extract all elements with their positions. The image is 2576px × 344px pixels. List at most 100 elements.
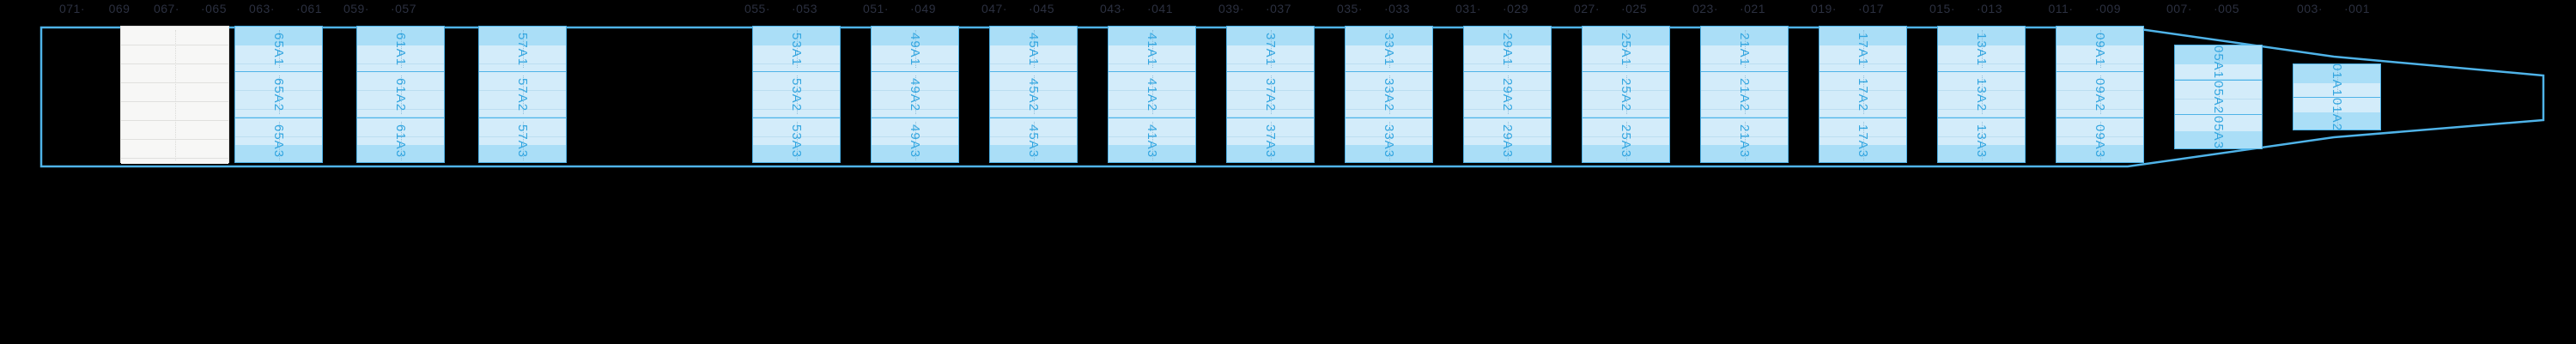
bay-tier[interactable]: 45A2 (990, 72, 1077, 118)
bay-number-tick: ·053 (791, 2, 818, 15)
tier-slot-fill (479, 118, 566, 145)
bay-tier[interactable]: 61A2 (357, 72, 444, 118)
bay-tier[interactable]: 25A1 (1583, 27, 1669, 73)
bay-tier[interactable]: 29A1 (1464, 27, 1551, 73)
bay-tier[interactable]: 53A1 (753, 27, 840, 73)
slot-row-guides (872, 118, 958, 145)
bay-tier[interactable]: 41A3 (1109, 118, 1195, 164)
bay-tier[interactable]: 57A3 (479, 118, 566, 164)
bay-tier[interactable]: 17A3 (1820, 118, 1906, 164)
bay-tier[interactable]: 05A3 (2175, 115, 2262, 150)
bay-tier[interactable]: 49A2 (872, 72, 958, 118)
bay-tier[interactable]: 61A1 (357, 27, 444, 73)
bay-tier[interactable]: 05A2 (2175, 80, 2262, 116)
tier-slot-fill (2175, 115, 2262, 131)
tier-slot-fill (2057, 72, 2143, 118)
bay-number-tick: ·057 (390, 2, 417, 15)
bay-tier[interactable]: 65A3 (235, 118, 322, 164)
slot-row-guides (235, 72, 322, 118)
bay-tier[interactable]: 01A1 (2293, 64, 2380, 98)
bay-tier[interactable]: 65A1 (235, 27, 322, 73)
bay-tier[interactable]: 33A3 (1346, 118, 1432, 164)
slot-row-guides (2175, 80, 2262, 114)
bay-tier[interactable]: 61A3 (357, 118, 444, 164)
bay-tier[interactable]: 13A3 (1938, 118, 2025, 164)
bay-tier[interactable]: 09A3 (2057, 118, 2143, 164)
bay-tier[interactable]: 37A1 (1227, 27, 1314, 73)
bay-empty-hold[interactable] (120, 26, 229, 164)
bay-tier[interactable]: 57A1 (479, 27, 566, 73)
tier-slot-fill (1820, 118, 1906, 145)
bay-tier[interactable]: 53A2 (753, 72, 840, 118)
slot-row-guides (479, 118, 566, 145)
bay-tier[interactable] (121, 27, 228, 164)
bay-tier[interactable]: 17A1 (1820, 27, 1906, 73)
bay-tier[interactable]: 41A2 (1109, 72, 1195, 118)
slot-row-guides (1938, 118, 2025, 145)
bay-tier[interactable]: 57A2 (479, 72, 566, 118)
slot-row-guides (357, 45, 444, 71)
tier-slot-fill (1346, 45, 1432, 71)
bay-tier[interactable]: 05A1 (2175, 45, 2262, 81)
bay-tier[interactable]: 33A1 (1346, 27, 1432, 73)
slot-row-guides (1820, 72, 1906, 118)
bay-tier[interactable]: 37A2 (1227, 72, 1314, 118)
tier-slot-fill (2057, 45, 2143, 71)
bay-tier[interactable]: 25A3 (1583, 118, 1669, 164)
bay-tier[interactable]: 21A3 (1701, 118, 1788, 164)
tier-slot-fill (1464, 45, 1551, 71)
bay-number-tick: 015· (1929, 2, 1956, 15)
tier-slot-fill (1938, 45, 2025, 71)
tier-slot-fill (1701, 118, 1788, 145)
bay-tier[interactable]: 17A2 (1820, 72, 1906, 118)
tier-slot-fill (2175, 80, 2262, 114)
bay-tier[interactable]: 13A2 (1938, 72, 2025, 118)
bay-tier[interactable]: 33A2 (1346, 72, 1432, 118)
tier-slot-fill (990, 45, 1077, 71)
bay-number-tick: ·025 (1620, 2, 1648, 15)
bay-tier[interactable]: 49A1 (872, 27, 958, 73)
bay-tier[interactable]: 01A2 (2293, 98, 2380, 131)
tier-slot-fill (2293, 98, 2380, 112)
slot-row-guides (479, 72, 566, 118)
bay-tier[interactable]: 21A1 (1701, 27, 1788, 73)
bay-tier[interactable]: 41A1 (1109, 27, 1195, 73)
bay-tier[interactable]: 53A3 (753, 118, 840, 164)
bay-number-tick: ·017 (1857, 2, 1885, 15)
bay-tier[interactable]: 21A2 (1701, 72, 1788, 118)
bay-tier[interactable]: 09A2 (2057, 72, 2143, 118)
bay-number-tick: 007· (2166, 2, 2193, 15)
bay-number-tick: ·041 (1146, 2, 1174, 15)
bay-number-tick: ·013 (1976, 2, 2003, 15)
slot-row-guides (2293, 83, 2380, 97)
bay-tier[interactable]: 09A1 (2057, 27, 2143, 73)
bay-tier[interactable]: 25A2 (1583, 72, 1669, 118)
bay-tier[interactable]: 37A3 (1227, 118, 1314, 164)
slot-row-guides (235, 118, 322, 145)
slot-row-guides (1701, 45, 1788, 71)
bay-tier[interactable]: 45A3 (990, 118, 1077, 164)
bay-tier[interactable]: 13A1 (1938, 27, 2025, 73)
bay-tier[interactable]: 65A2 (235, 72, 322, 118)
bay-tier[interactable]: 49A3 (872, 118, 958, 164)
bay-tier[interactable]: 45A1 (990, 27, 1077, 73)
bay-tier[interactable]: 29A2 (1464, 72, 1551, 118)
bay-tier[interactable]: 29A3 (1464, 118, 1551, 164)
